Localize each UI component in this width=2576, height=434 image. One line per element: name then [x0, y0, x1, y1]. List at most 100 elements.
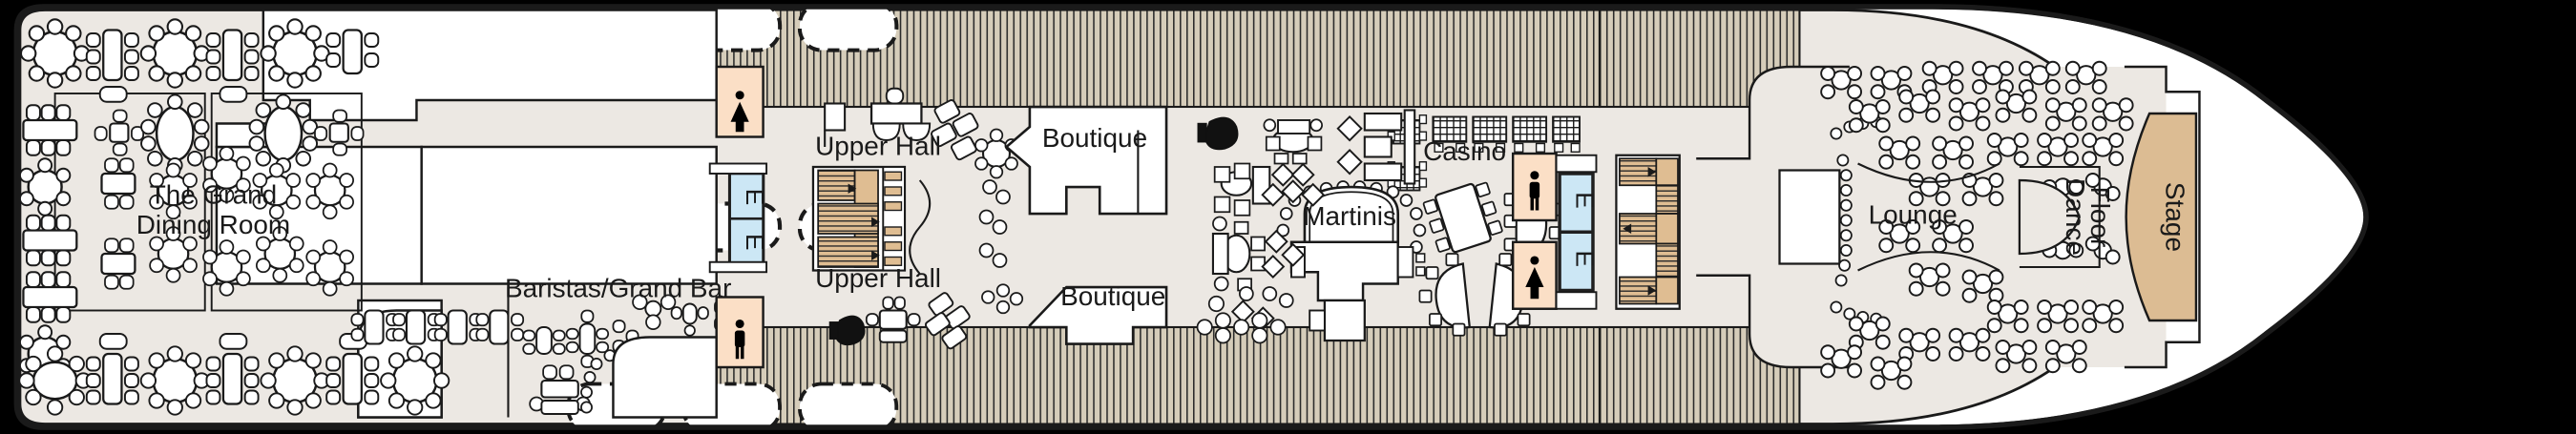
elevator-bank-midship[interactable]: E E — [1555, 154, 1600, 310]
upper-hall-upper-label: Upper Hall — [815, 132, 941, 161]
lounge-table-4 — [1898, 89, 1941, 123]
lounge-table-4 — [1820, 344, 1863, 379]
dance-floor[interactable]: Dance Floor — [2018, 165, 2115, 269]
rect-table-6 — [85, 29, 139, 103]
round-table-10 — [380, 345, 450, 416]
dining-inner-tables — [94, 93, 365, 297]
lounge-table-4 — [2082, 133, 2125, 167]
stair-rail-dots — [884, 171, 903, 266]
forward-hull-steps — [2124, 65, 2201, 369]
lounge-sofa-group — [1363, 109, 1416, 185]
round-table-6 — [252, 162, 302, 220]
elevator-bank-forward[interactable]: E E — [708, 162, 769, 274]
rect-table-6 — [325, 333, 380, 405]
boutique-upper[interactable]: Boutique — [1004, 105, 1168, 216]
upper-hall-upper[interactable]: Upper Hall — [815, 87, 1018, 275]
small-square-table-4 — [94, 109, 145, 156]
rect-table-6 — [205, 333, 260, 405]
stairs-forward[interactable] — [811, 165, 907, 272]
elevator-glyph: E — [741, 234, 769, 251]
grand-dining-room-label-line2: Dining Room — [136, 210, 290, 239]
lounge[interactable]: Lounge — [1696, 60, 2167, 390]
lounge-table-4 — [1948, 97, 1991, 132]
seat-pair — [982, 179, 1011, 205]
boutique-lower[interactable]: Boutique — [1028, 281, 1168, 345]
men-restroom-icon — [734, 319, 745, 360]
lounge-table-4 — [2018, 60, 2061, 94]
restroom-men-aft[interactable] — [715, 296, 764, 369]
stage-label: Stage — [2161, 182, 2190, 252]
dance-floor-label-line1: Dance — [2061, 178, 2090, 256]
poker-table — [1418, 253, 1472, 337]
lounge-table-4 — [1898, 327, 1941, 362]
banquette-8 — [22, 214, 78, 267]
lounge-table-4 — [1870, 356, 1913, 390]
lounge-table-4 — [1848, 316, 1891, 350]
hall-furniture-upper — [824, 87, 1018, 275]
rect-table-4 — [475, 309, 525, 345]
piano-icon — [828, 315, 866, 346]
lounge-seat-group — [522, 326, 566, 355]
banquette-8 — [22, 104, 78, 156]
oval-table-12 — [248, 93, 319, 174]
lounge-table-4 — [1932, 135, 1974, 170]
stairs-midship[interactable] — [1615, 154, 1681, 310]
grand-dining-room[interactable]: The Grand Dining Room — [18, 18, 525, 416]
hull-stroke — [13, 4, 2369, 430]
rect-table-6 — [85, 333, 139, 405]
round-table-6 — [18, 157, 72, 217]
lounge-label: Lounge — [1869, 199, 1958, 229]
lounge-table-4 — [2044, 340, 2087, 374]
round-table-10 — [139, 18, 210, 89]
angled-seat-cluster — [931, 99, 979, 161]
upper-hall-lower[interactable]: Upper Hall — [815, 263, 1024, 350]
seat-pair — [978, 209, 1008, 235]
lounge-table-4 — [1995, 89, 2038, 123]
angled-seat-cluster — [924, 292, 971, 350]
banquette-8 — [22, 271, 78, 323]
lounge-tables — [1820, 60, 2134, 390]
lounge-table-4 — [1961, 173, 2004, 207]
dining-table-group-bottom — [18, 309, 525, 416]
lounge-table-4 — [2064, 60, 2107, 94]
lounge-table-4 — [1961, 269, 2004, 303]
round-table-10 — [139, 345, 210, 416]
oval-table-12 — [140, 93, 210, 174]
lounge-seat-group — [670, 302, 709, 337]
men-restroom-icon — [1529, 171, 1540, 211]
lounge-table-4 — [1820, 66, 1863, 100]
round-table-6 — [305, 239, 354, 297]
lounge-seat-group — [632, 294, 677, 330]
round-table-6 — [149, 226, 198, 283]
lounge-table-4 — [1986, 133, 2029, 167]
martinis-label: Martinis — [1303, 201, 1396, 231]
lounge-seat-group — [1211, 216, 1266, 292]
dining-table-group-top — [19, 18, 380, 103]
elevator-glyph: E — [741, 189, 769, 206]
restroom-women-forward[interactable] — [715, 65, 764, 138]
lounge-table-4 — [2044, 97, 2087, 132]
lounge-table-4 — [1921, 60, 1964, 94]
casino-lobby-furniture — [1196, 109, 1416, 344]
oval-table-12 — [18, 345, 92, 416]
oval-table-6 — [1263, 118, 1323, 165]
lounge-seat-group — [565, 309, 610, 368]
restroom-men-midship[interactable] — [1511, 152, 1558, 222]
round-table-10 — [260, 345, 330, 416]
women-restroom-icon — [730, 91, 749, 133]
lounge-table-4 — [1848, 99, 1891, 134]
stage[interactable]: Stage — [2125, 112, 2198, 322]
rect-table-4 — [100, 157, 136, 210]
casino-label: Casino — [1423, 136, 1506, 166]
rect-table-4 — [100, 238, 136, 290]
restroom-women-midship[interactable] — [1511, 240, 1558, 310]
lounge-seat-arc — [1834, 154, 1853, 287]
lounge-table-4 — [1878, 219, 1921, 254]
grand-dining-room-label-line1: The Grand — [150, 179, 277, 209]
baristas-grand-bar-label: Baristas/Grand Bar — [505, 273, 731, 302]
boutique-lower-label: Boutique — [1060, 281, 1165, 311]
round-table-10 — [19, 18, 91, 89]
lounge-table-4 — [1908, 262, 1951, 297]
seat-cluster-lower — [1196, 295, 1287, 344]
